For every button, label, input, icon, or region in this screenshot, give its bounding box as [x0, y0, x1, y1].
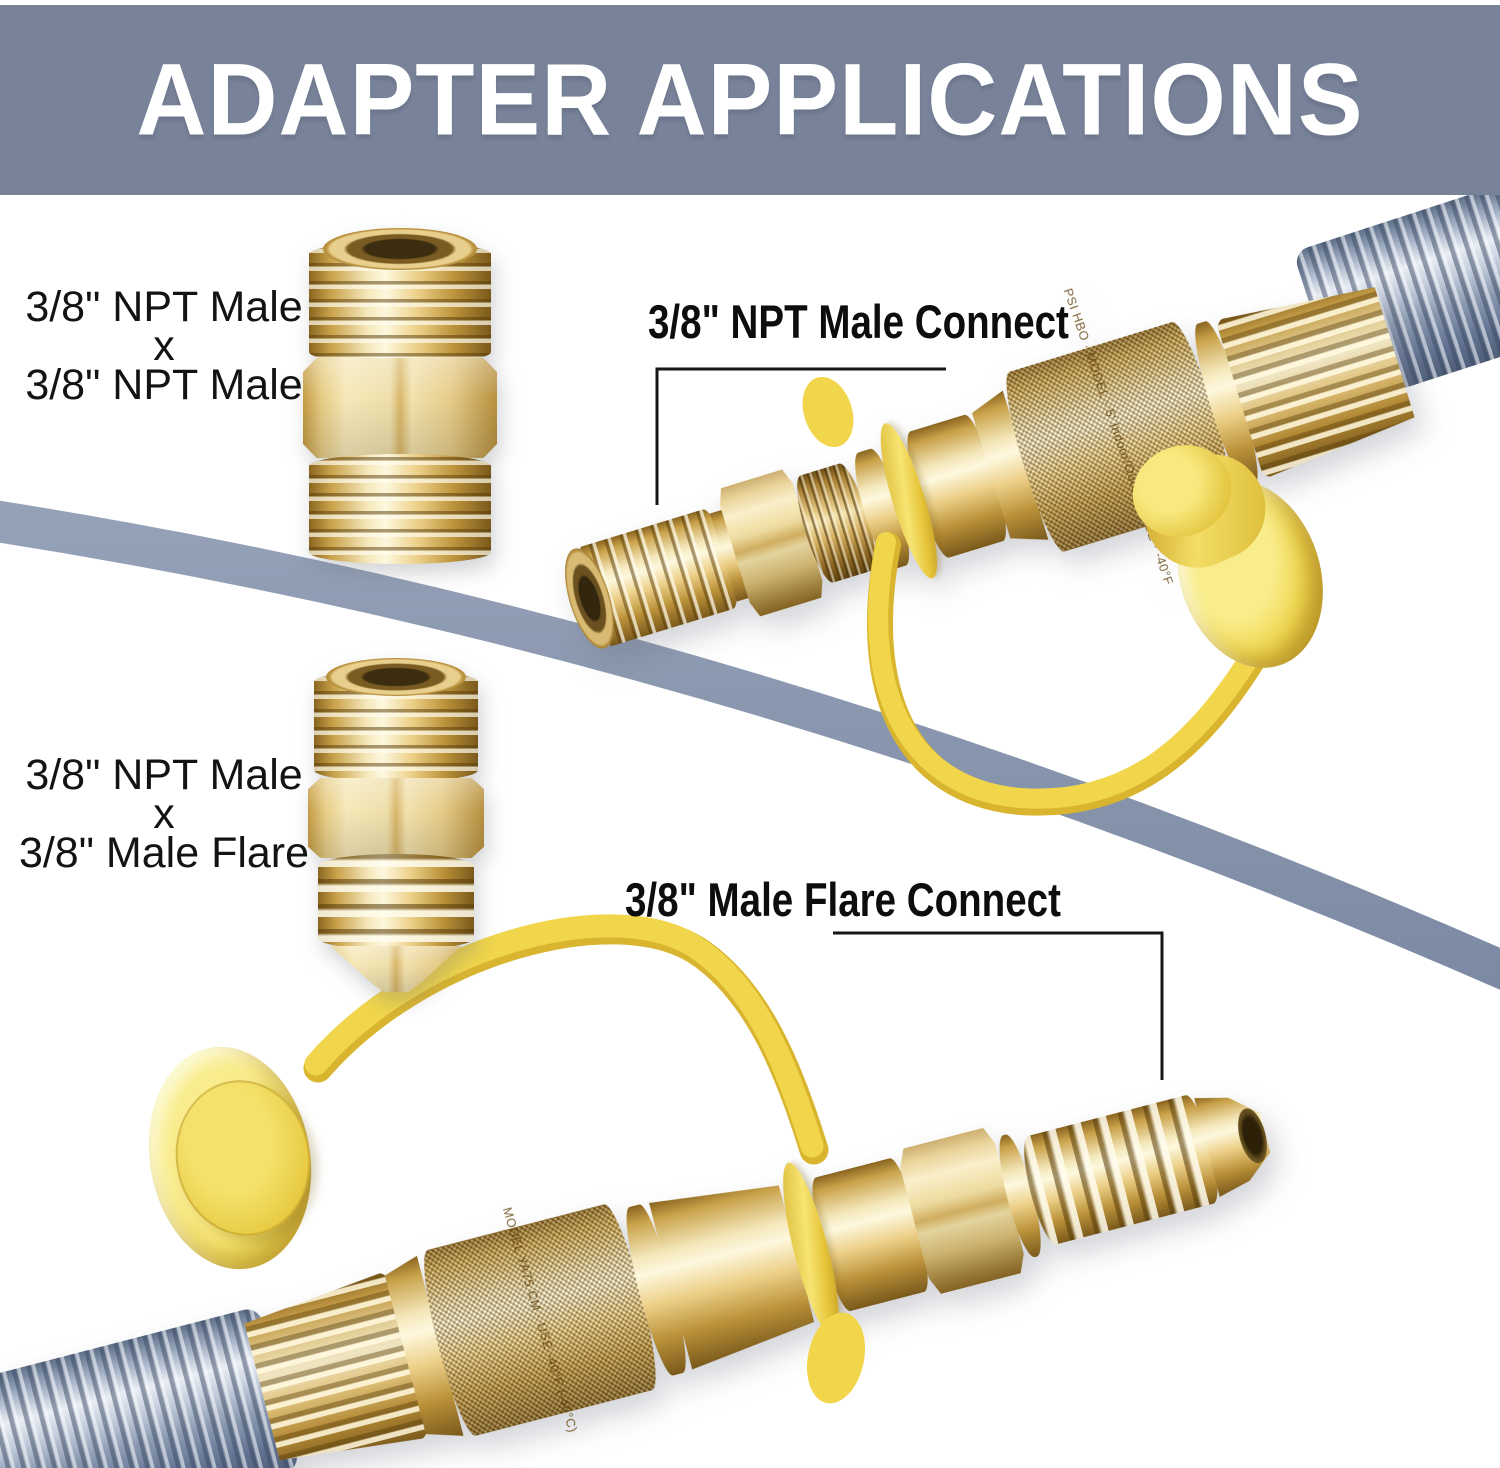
adapter-label-npt-flare: 3/8" NPT Male x 3/8" Male Flare — [14, 754, 314, 877]
adapter1-bottom-threads — [309, 454, 491, 564]
npt-npt-adapter-image — [303, 228, 497, 568]
label-line: 3/8" Male Flare — [18, 829, 310, 877]
label-line: 3/8" NPT Male — [25, 283, 303, 331]
flare-male-thread — [1016, 1092, 1225, 1248]
adapter-label-npt-npt: 3/8" NPT Male x 3/8" NPT Male — [14, 283, 314, 409]
page-title: ADAPTER APPLICATIONS — [136, 42, 1364, 157]
adapter1-opening — [323, 228, 477, 270]
npt-flare-adapter-image — [308, 658, 484, 992]
heading-male-flare-connect: 3/8" Male Flare Connect — [625, 873, 1061, 926]
adapter2-flare-threads — [318, 854, 474, 950]
heading-npt-male-connect: 3/8" NPT Male Connect — [648, 295, 1069, 348]
label-line: 3/8" NPT Male — [25, 361, 303, 409]
adapter2-hex — [308, 778, 484, 858]
banner: ADAPTER APPLICATIONS — [0, 5, 1500, 195]
adapter2-flare-tip — [330, 946, 462, 992]
label-separator: x — [153, 322, 175, 370]
adapter2-opening — [326, 658, 466, 696]
sleeve-engraving-bottom: MODEL YA75 CM · USE -40°F (-40°C) — [499, 1205, 580, 1435]
leader-line-flare — [833, 931, 1164, 1080]
adapter1-hex — [303, 358, 497, 458]
dust-cap-bottom — [131, 1033, 360, 1290]
dust-cap-top — [1118, 380, 1410, 687]
